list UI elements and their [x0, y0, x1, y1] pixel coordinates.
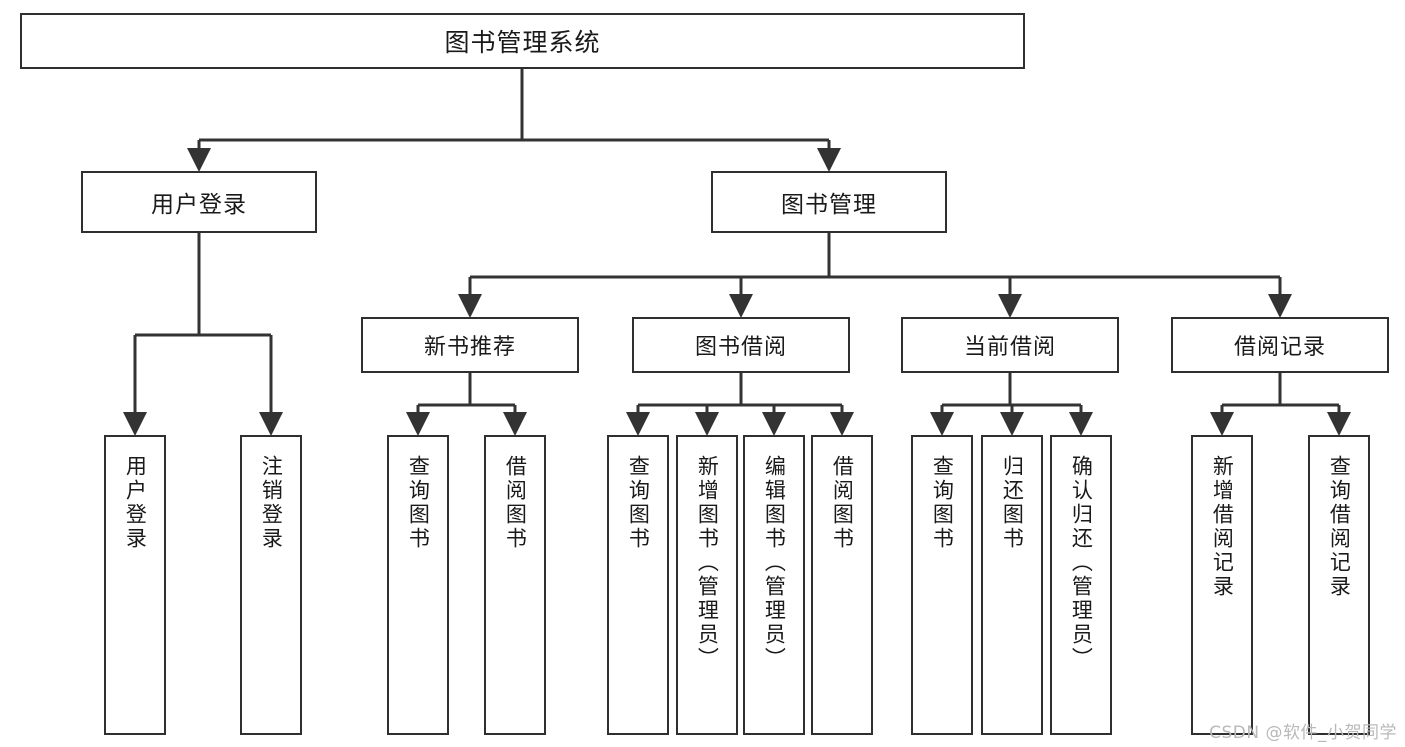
leaf-return-book[interactable]: 归还图书	[981, 435, 1043, 735]
node-new-book-recommend[interactable]: 新书推荐	[361, 317, 579, 373]
leaf-query-book-borrow-label: 查询图书	[626, 455, 651, 551]
node-book-management[interactable]: 图书管理	[711, 171, 947, 233]
leaf-confirm-return-admin[interactable]: 确认归还（管理员）	[1050, 435, 1112, 735]
node-book-borrow[interactable]: 图书借阅	[632, 317, 850, 373]
node-borrow-record[interactable]: 借阅记录	[1171, 317, 1389, 373]
leaf-edit-book-admin[interactable]: 编辑图书（管理员）	[743, 435, 805, 735]
leaf-borrow-book-newbook[interactable]: 借阅图书	[484, 435, 546, 735]
leaf-user-login-label: 用户登录	[123, 455, 148, 551]
leaf-query-book-current-label: 查询图书	[930, 455, 955, 551]
leaf-add-book-admin-label: 新增图书（管理员）	[695, 455, 720, 671]
leaf-return-book-label: 归还图书	[1000, 455, 1025, 551]
node-new-book-recommend-label: 新书推荐	[423, 335, 516, 360]
leaf-query-book-newbook[interactable]: 查询图书	[387, 435, 449, 735]
node-root-label: 图书管理系统	[444, 28, 601, 57]
node-user-login[interactable]: 用户登录	[81, 171, 317, 233]
leaf-borrow-book-borrow-label: 借阅图书	[830, 455, 855, 551]
node-current-borrow[interactable]: 当前借阅	[901, 317, 1119, 373]
node-root-system[interactable]: 图书管理系统	[20, 13, 1025, 69]
leaf-confirm-return-admin-label: 确认归还（管理员）	[1069, 455, 1094, 671]
leaf-logout-label: 注销登录	[259, 455, 284, 551]
leaf-add-borrow-record[interactable]: 新增借阅记录	[1191, 435, 1253, 735]
leaf-query-book-newbook-label: 查询图书	[406, 455, 431, 551]
leaf-add-borrow-record-label: 新增借阅记录	[1210, 455, 1235, 599]
leaf-logout[interactable]: 注销登录	[240, 435, 302, 735]
watermark: CSDN @软件_小贺同学	[1209, 723, 1397, 743]
leaf-user-login[interactable]: 用户登录	[104, 435, 166, 735]
leaf-borrow-book-newbook-label: 借阅图书	[503, 455, 528, 551]
leaf-edit-book-admin-label: 编辑图书（管理员）	[762, 455, 787, 671]
node-borrow-record-label: 借阅记录	[1233, 335, 1326, 360]
node-current-borrow-label: 当前借阅	[963, 335, 1056, 360]
leaf-query-book-borrow[interactable]: 查询图书	[607, 435, 669, 735]
leaf-query-borrow-record[interactable]: 查询借阅记录	[1308, 435, 1370, 735]
leaf-query-borrow-record-label: 查询借阅记录	[1327, 455, 1352, 599]
leaf-add-book-admin[interactable]: 新增图书（管理员）	[676, 435, 738, 735]
leaf-query-book-current[interactable]: 查询图书	[911, 435, 973, 735]
leaf-borrow-book-borrow[interactable]: 借阅图书	[811, 435, 873, 735]
node-user-login-label: 用户登录	[151, 192, 247, 218]
node-book-borrow-label: 图书借阅	[694, 335, 787, 360]
node-book-management-label: 图书管理	[781, 192, 877, 218]
